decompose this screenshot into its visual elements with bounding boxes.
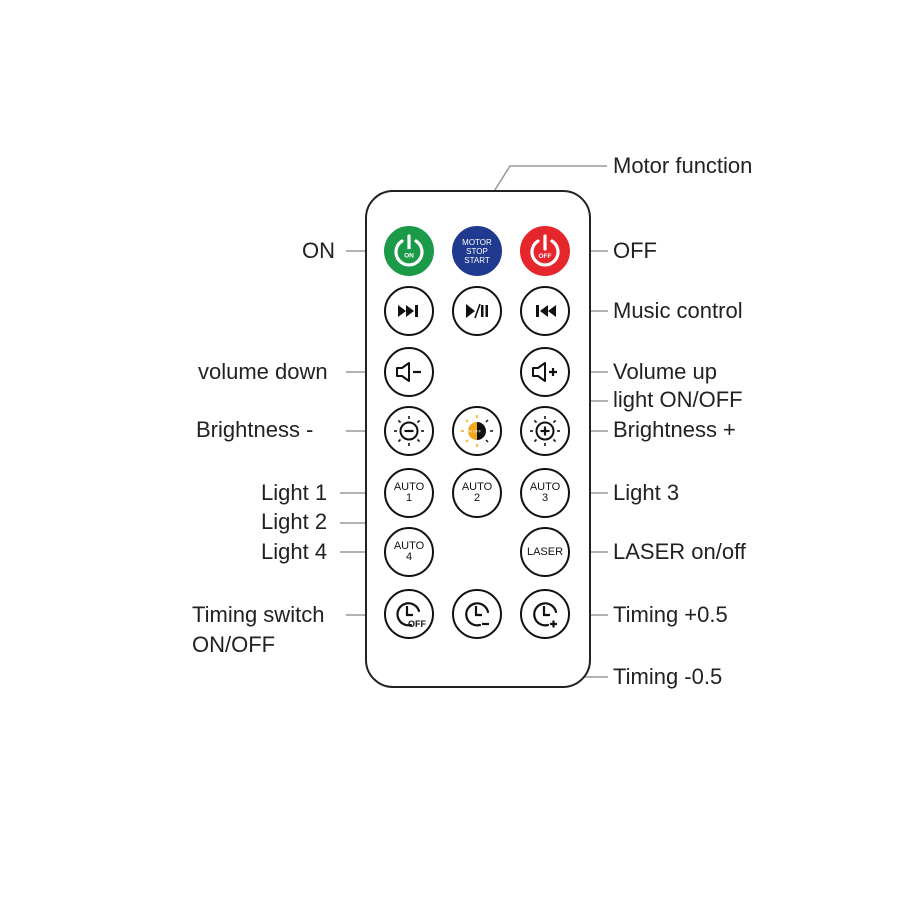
label-light-2: Light 2	[261, 509, 328, 534]
label-volume-down: volume down	[198, 359, 328, 384]
on-button-text: ON	[404, 253, 414, 260]
next-track-button[interactable]	[384, 286, 434, 336]
speaker-plus-icon	[532, 362, 557, 382]
auto-1-button[interactable]: AUTO 1	[384, 468, 434, 518]
auto-2-number: 2	[473, 492, 481, 504]
label-timing-switch: Timing switch	[192, 602, 325, 627]
auto-3-label: AUTO	[529, 481, 561, 493]
power-icon: ON	[394, 234, 424, 267]
brightness-up-button[interactable]	[520, 406, 570, 456]
auto-1-label: AUTO	[393, 481, 425, 493]
light-toggle-icon: ON OFF	[461, 415, 493, 447]
play-pause-icon	[466, 303, 488, 319]
clock-minus-icon	[465, 602, 490, 627]
on-button[interactable]: ON	[384, 226, 434, 276]
label-music-control: Music control	[613, 298, 743, 323]
label-light-1: Light 1	[261, 480, 328, 505]
laser-button[interactable]: LASER	[520, 527, 570, 577]
off-button[interactable]: OFF	[520, 226, 570, 276]
auto-2-button[interactable]: AUTO 2	[452, 468, 502, 518]
laser-button-text: LASER	[526, 545, 564, 558]
auto-4-button[interactable]: AUTO 4	[384, 527, 434, 577]
label-light-3: Light 3	[613, 480, 680, 505]
label-brightness-plus: Brightness +	[613, 417, 736, 442]
label-off: OFF	[613, 238, 657, 263]
motor-button[interactable]: MOTOR STOP START	[452, 226, 502, 276]
auto-1-number: 1	[405, 492, 413, 504]
volume-down-button[interactable]	[384, 347, 434, 397]
timer-off-text: OFF	[408, 619, 426, 629]
play-pause-button[interactable]	[452, 286, 502, 336]
label-light-on-off: light ON/OFF	[613, 387, 743, 412]
label-on: ON	[302, 238, 335, 263]
motor-line3: START	[464, 255, 490, 265]
auto-2-label: AUTO	[461, 481, 493, 493]
skip-back-icon	[536, 305, 556, 317]
motor-line1: MOTOR	[462, 237, 492, 247]
off-button-text: OFF	[539, 253, 552, 260]
timer-plus-button[interactable]	[520, 589, 570, 639]
light-toggle-text: ON OFF	[466, 429, 482, 434]
timer-off-button[interactable]: OFF	[384, 589, 434, 639]
auto-4-number: 4	[405, 551, 413, 563]
sun-plus-icon	[530, 416, 560, 446]
power-icon: OFF	[530, 234, 560, 267]
skip-forward-icon	[398, 305, 418, 317]
prev-track-button[interactable]	[520, 286, 570, 336]
label-timing-switch-2: ON/OFF	[192, 632, 276, 657]
label-timing-plus: Timing +0.5	[613, 602, 728, 627]
label-brightness-minus: Brightness -	[196, 417, 314, 442]
label-motor-function: Motor function	[613, 153, 753, 178]
clock-plus-icon	[533, 602, 558, 628]
auto-3-button[interactable]: AUTO 3	[520, 468, 570, 518]
volume-up-button[interactable]	[520, 347, 570, 397]
timer-minus-button[interactable]	[452, 589, 502, 639]
label-laser: LASER on/off	[613, 539, 746, 564]
label-timing-minus: Timing -0.5	[613, 664, 723, 689]
auto-3-number: 3	[541, 492, 549, 504]
motor-line2: STOP	[466, 246, 488, 256]
sun-minus-icon	[394, 416, 424, 446]
clock-off-icon: OFF	[396, 602, 426, 629]
speaker-minus-icon	[396, 362, 421, 382]
brightness-down-button[interactable]	[384, 406, 434, 456]
light-toggle-button[interactable]: ON OFF	[452, 406, 502, 456]
label-volume-up: Volume up	[613, 359, 717, 384]
label-light-4: Light 4	[261, 539, 328, 564]
auto-4-label: AUTO	[393, 540, 425, 552]
